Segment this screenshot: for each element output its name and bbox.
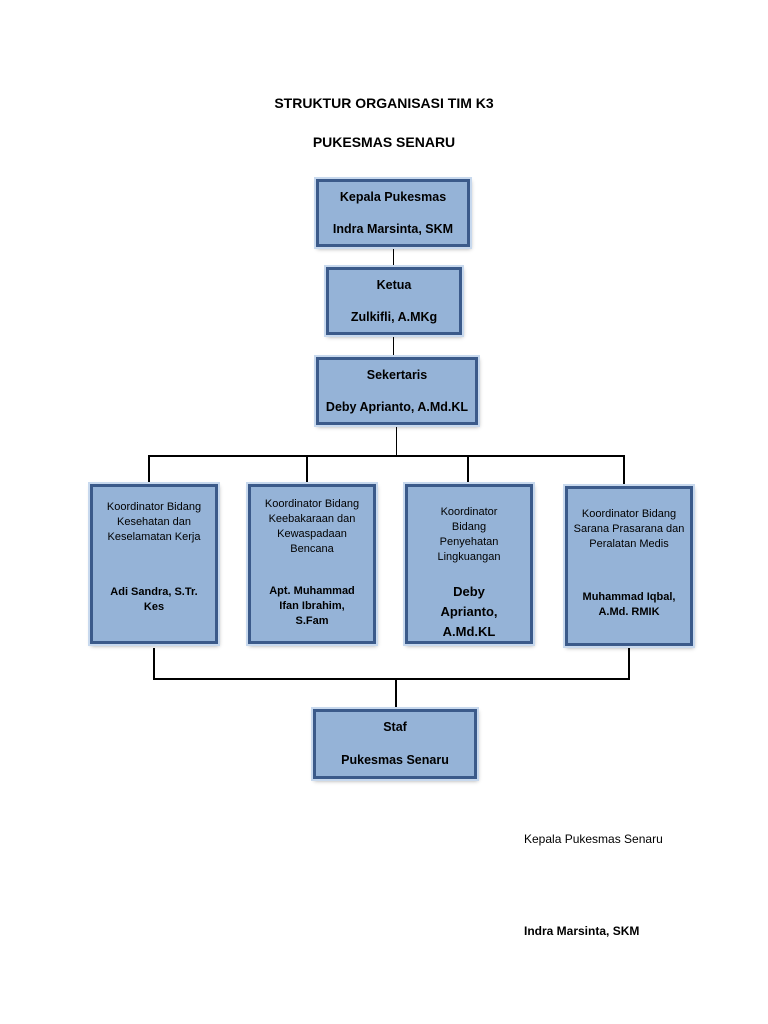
connector-rise-1 [153, 648, 155, 680]
head-role: Kepala Pukesmas [339, 190, 447, 204]
coordinator-name-4: Muhammad Iqbal, A.Md. RMIK [582, 591, 676, 618]
page-subtitle: PUKESMAS SENARU [312, 134, 456, 150]
signature-name: Indra Marsinta, SKM [524, 924, 640, 938]
chair-role: Ketua [376, 278, 412, 292]
coordinator-box-3: Koordinator Bidang Penyehatan Lingkuanga… [405, 484, 533, 644]
secretary-name: Deby Aprianto, A.Md.KL [325, 400, 469, 414]
staff-box: Staf Pukesmas Senaru [313, 709, 477, 779]
connector-drop-1 [148, 455, 150, 485]
coordinator-name-2: Apt. Muhammad Ifan Ibrahim, S.Fam [269, 585, 355, 627]
signature-title: Kepala Pukesmas Senaru [524, 832, 663, 846]
connector-chair-secretary [393, 334, 394, 358]
connector-top-bus [148, 455, 625, 457]
connector-head-chair [393, 246, 394, 268]
secretary-box: Sekertaris Deby Aprianto, A.Md.KL [316, 357, 478, 425]
connector-drop-3 [467, 455, 469, 485]
connector-rise-4 [628, 648, 630, 680]
chair-box: Ketua Zulkifli, A.MKg [326, 267, 462, 335]
staff-role: Staf [383, 720, 407, 734]
coordinator-box-4: Koordinator Bidang Sarana Prasarana dan … [565, 486, 693, 646]
coordinator-box-2: Koordinator Bidang Keebakaraan dan Kewas… [248, 484, 376, 644]
secretary-role: Sekertaris [366, 368, 428, 382]
connector-secretary-bus [396, 425, 397, 455]
page-title: STRUKTUR ORGANISASI TIM K3 [274, 95, 494, 111]
coordinator-role-2: Koordinator Bidang Keebakaraan dan Kewas… [264, 498, 360, 555]
chair-name: Zulkifli, A.MKg [350, 310, 438, 324]
coordinator-name-3: Deby Aprianto, A.Md.KL [440, 584, 498, 639]
coordinator-box-1: Koordinator Bidang Kesehatan dan Keselam… [90, 484, 218, 644]
head-box: Kepala Pukesmas Indra Marsinta, SKM [316, 179, 470, 247]
connector-drop-2 [306, 455, 308, 485]
coordinator-name-1: Adi Sandra, S.Tr. Kes [110, 586, 198, 613]
connector-bus-staff [395, 678, 397, 710]
connector-bottom-bus [153, 678, 630, 680]
head-name: Indra Marsinta, SKM [332, 222, 454, 236]
connector-drop-4 [623, 455, 625, 485]
coordinator-role-3: Koordinator Bidang Penyehatan Lingkuanga… [437, 506, 501, 563]
coordinator-role-1: Koordinator Bidang Kesehatan dan Keselam… [106, 501, 202, 543]
coordinator-role-4: Koordinator Bidang Sarana Prasarana dan … [573, 508, 685, 550]
staff-name: Pukesmas Senaru [341, 753, 449, 767]
